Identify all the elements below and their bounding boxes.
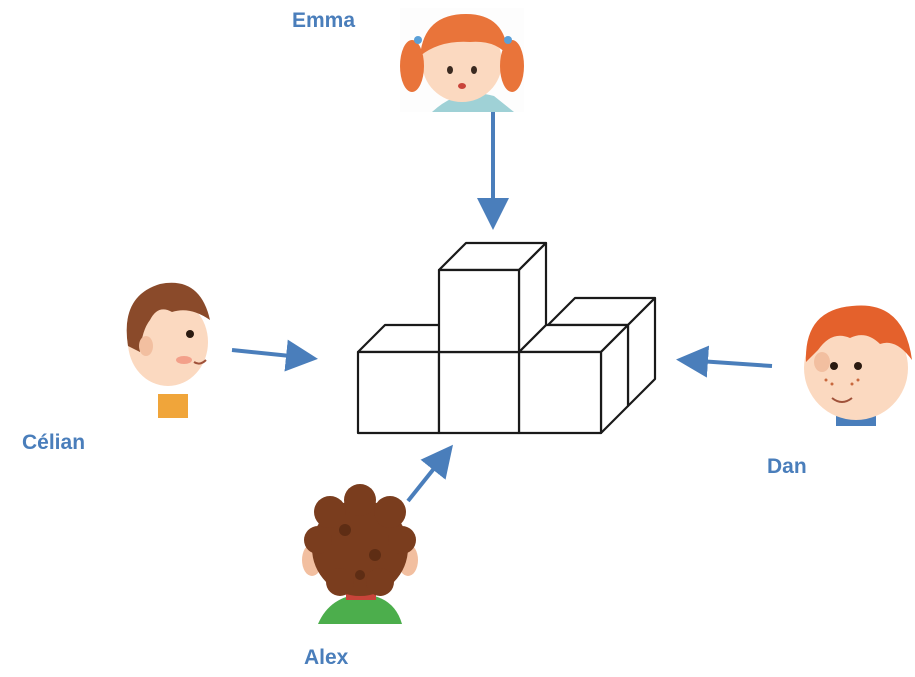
cube-front-right bbox=[517, 323, 630, 435]
dan-label: Dan bbox=[767, 455, 807, 478]
alex-view-arrow bbox=[406, 444, 453, 503]
cube-middle-bottom bbox=[437, 350, 521, 435]
boy-face-icon bbox=[804, 305, 912, 426]
alex-label: Alex bbox=[304, 646, 349, 669]
celian-view-arrow bbox=[231, 339, 318, 372]
celian-label: Célian bbox=[22, 431, 86, 454]
boy-back-icon bbox=[302, 484, 418, 624]
boy-profile-icon bbox=[126, 282, 210, 418]
dan-view-arrow bbox=[676, 345, 773, 378]
girl-face-icon bbox=[400, 8, 524, 112]
emma-label: Emma bbox=[292, 9, 356, 32]
cube-structure bbox=[356, 241, 657, 435]
cube-top bbox=[437, 241, 548, 354]
cube-back-right bbox=[546, 296, 657, 408]
